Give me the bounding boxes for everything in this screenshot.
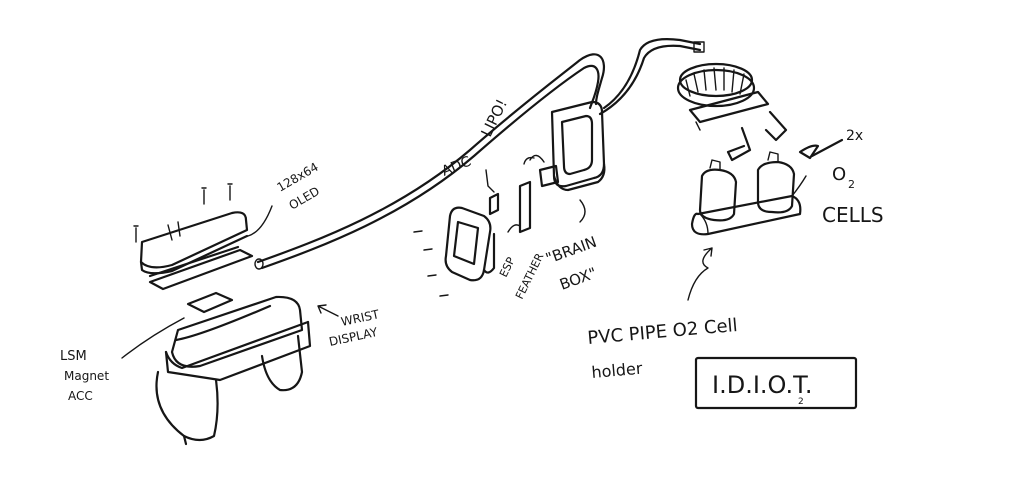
wrist-display-arrow: [317, 304, 339, 317]
pvc-label-line1: PVC PIPE O2 Cell: [587, 315, 739, 349]
o2-cell: [756, 160, 796, 214]
strap-mount-right: [260, 334, 304, 392]
lsm-sensor-chip: [186, 291, 234, 314]
screw-icon: [423, 248, 433, 251]
screw-icon: [439, 294, 449, 297]
idiot-title-subscript: 2: [798, 397, 804, 407]
lsm-label-line3: ACC: [68, 389, 93, 403]
lipo-battery: [538, 164, 560, 188]
lsm-label-line1: LSM: [60, 349, 87, 364]
screw-icon: [227, 183, 233, 201]
idiot-title: I.D.I.O.T.: [712, 371, 813, 399]
wrist-display-label-line2: DISPLAY: [328, 325, 380, 349]
esp-label-line1: ESP: [497, 255, 518, 280]
brain-box-arrow: [579, 199, 586, 223]
cable: [254, 38, 705, 270]
adc-label: ADC: [440, 154, 474, 180]
adc-board: [488, 192, 500, 216]
title-box: [694, 356, 858, 410]
screw-icon: [427, 274, 437, 277]
display-lid: [139, 211, 249, 269]
pvc-pipe: [690, 194, 802, 236]
pvc-label-line2: holder: [591, 359, 644, 382]
display-base: [170, 295, 304, 368]
lsm-label-line2: Magnet: [64, 369, 109, 383]
oled-panel: [148, 248, 254, 291]
oled-arrow: [247, 205, 273, 237]
screw-icon: [201, 187, 207, 205]
brain-box: [413, 100, 606, 297]
esp-label-line2: FEATHER: [513, 251, 547, 302]
esp-feather-board: [518, 180, 532, 234]
screw-icon: [133, 225, 139, 243]
cable-connector: [676, 62, 770, 131]
wrist-display-assembly: [121, 183, 339, 446]
lsm-arrow: [121, 317, 185, 359]
quantity-label: 2x: [846, 128, 863, 144]
o2-label: O: [832, 164, 846, 185]
o2-label-subscript: 2: [848, 178, 855, 191]
wire-lead: [726, 126, 752, 162]
brain-box-label-line2: BOX": [557, 264, 599, 294]
brain-box-label-line1: "BRAIN: [543, 233, 599, 268]
pvc-arrow: [687, 247, 713, 301]
o2-cell: [698, 168, 738, 222]
wire-lead: [764, 110, 788, 142]
screw-icon: [413, 230, 423, 233]
cells-label: CELLS: [822, 203, 884, 227]
strap-mount-left: [155, 370, 219, 442]
o2-cells-assembly: [687, 110, 844, 301]
